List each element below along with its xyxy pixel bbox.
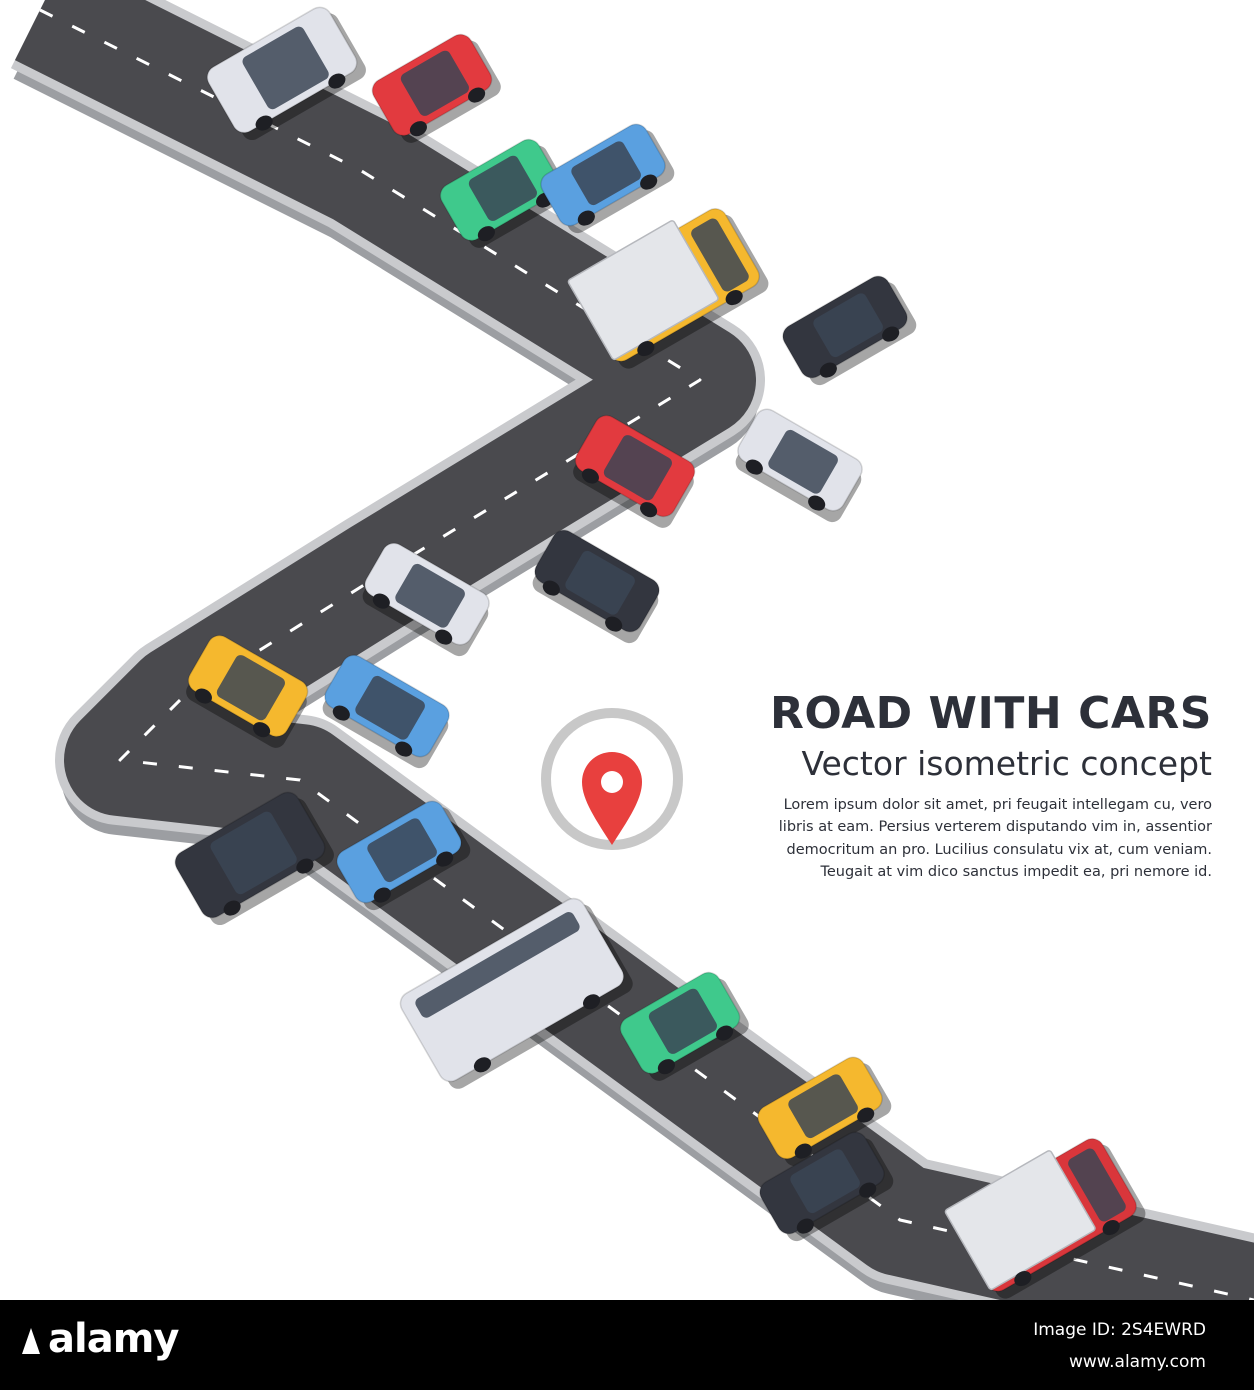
- white-sedan-2: [362, 542, 490, 657]
- green-hatchback-2: [619, 971, 749, 1081]
- footer-url: www.alamy.com: [1068, 1352, 1206, 1372]
- body-line: libris at eam. Persius verterem disputan…: [778, 819, 1212, 836]
- alamy-logo-icon: [22, 1328, 40, 1354]
- body-line: Lorem ipsum dolor sit amet, pri feugait …: [783, 796, 1212, 813]
- poster-title: ROAD WITH CARS: [770, 688, 1212, 739]
- yellow-sedan: [757, 1056, 892, 1167]
- white-bus: [399, 897, 633, 1089]
- yellow-hatchback: [186, 634, 309, 748]
- body-line: democritum an pro. Lucilius consulatu vi…: [786, 841, 1212, 858]
- black-van: [174, 791, 334, 926]
- poster-text-block: ROAD WITH CARS Vector isometric concept …: [700, 688, 1212, 884]
- blue-sedan-3: [336, 800, 471, 911]
- white-van: [206, 6, 366, 141]
- red-box-truck: [944, 1138, 1146, 1299]
- black-sedan-2: [532, 529, 660, 644]
- lane-markings: [39, 8, 1254, 1300]
- watermark-footer: alamy Image ID: 2S4EWRD www.alamy.com: [0, 1300, 1254, 1390]
- footer-image-id: Image ID: 2S4EWRD: [1033, 1320, 1206, 1340]
- footer-logo: alamy: [48, 1316, 179, 1362]
- yellow-box-truck: [567, 208, 769, 369]
- blue-sedan-2: [322, 654, 450, 769]
- poster-subtitle: Vector isometric concept: [801, 744, 1212, 784]
- black-sedan-3: [759, 1131, 894, 1242]
- road-illustration: [10, 0, 1254, 1300]
- black-sedan: [782, 275, 917, 386]
- body-line: Teugait at vim dico sanctus impedit ea, …: [820, 864, 1212, 881]
- red-hatchback: [371, 33, 501, 143]
- blue-sedan: [540, 123, 675, 234]
- green-hatchback: [439, 138, 569, 248]
- location-pin-icon: [582, 752, 642, 845]
- red-hatchback-2: [573, 414, 696, 528]
- location-pin-badge: [541, 708, 683, 850]
- vehicles-layer: [174, 6, 1146, 1299]
- poster-body-text: Lorem ipsum dolor sit amet, pri feugait …: [700, 794, 1212, 884]
- white-sedan: [735, 408, 863, 523]
